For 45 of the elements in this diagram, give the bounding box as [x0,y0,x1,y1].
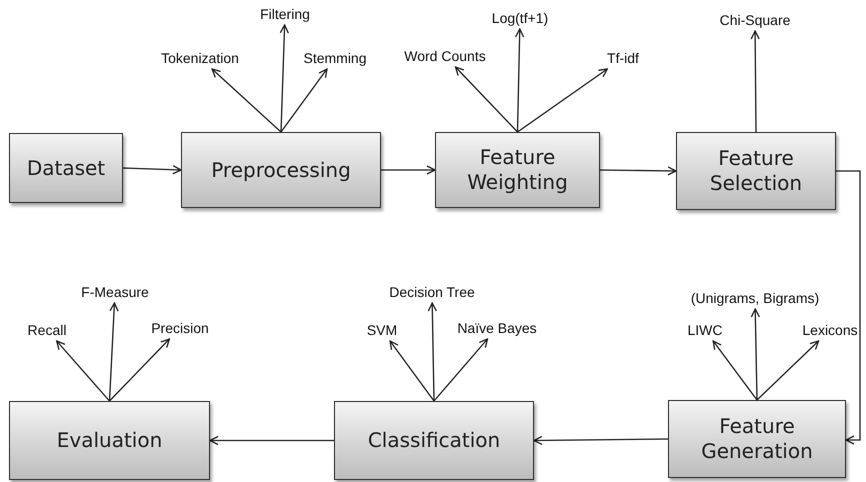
arrow [750,30,760,132]
method-label: Tokenization [161,50,239,66]
arrow [600,166,677,176]
arrow [756,340,820,400]
process-box: Evaluation [9,401,210,480]
arrow [381,165,436,175]
connector-arrow [836,170,861,445]
arrow [428,302,437,402]
method-label: Log(tf+1) [492,10,548,26]
method-label: F-Measure [81,284,149,300]
process-box: Preprocessing [181,132,381,208]
arrow [209,436,334,446]
method-label: Recall [28,322,66,338]
method-label: Naïve Bayes [457,320,537,336]
arrow [108,302,119,402]
arrow [434,338,488,402]
arrow [533,436,668,446]
method-label: Stemming [303,50,367,66]
arrow [712,340,758,400]
method-label: LIWC [688,322,722,338]
method-label: Tf-idf [607,50,639,66]
arrow [109,338,170,402]
method-label: Lexicons [802,322,858,338]
arrow [514,28,524,132]
process-box: Feature Generation [668,400,846,478]
process-box: Feature Selection [676,132,836,210]
method-label: Precision [151,320,209,336]
arrow [454,66,518,132]
arrow [517,68,608,133]
method-label: SVM [366,322,398,338]
method-label: Decision Tree [389,284,475,300]
process-box: Dataset [9,133,123,203]
arrow [280,24,289,132]
method-label: (Unigrams, Bigrams) [690,290,820,306]
arrow [750,308,760,400]
method-label: Filtering [260,6,310,22]
arrow [280,68,328,132]
arrow [389,340,435,402]
method-label: Word Counts [404,48,486,64]
arrow [56,340,110,402]
process-box: Classification [334,401,534,480]
method-label: Chi-Square [720,12,790,28]
process-box: Feature Weighting [435,132,600,208]
arrow [211,68,282,132]
arrow [122,165,182,174]
